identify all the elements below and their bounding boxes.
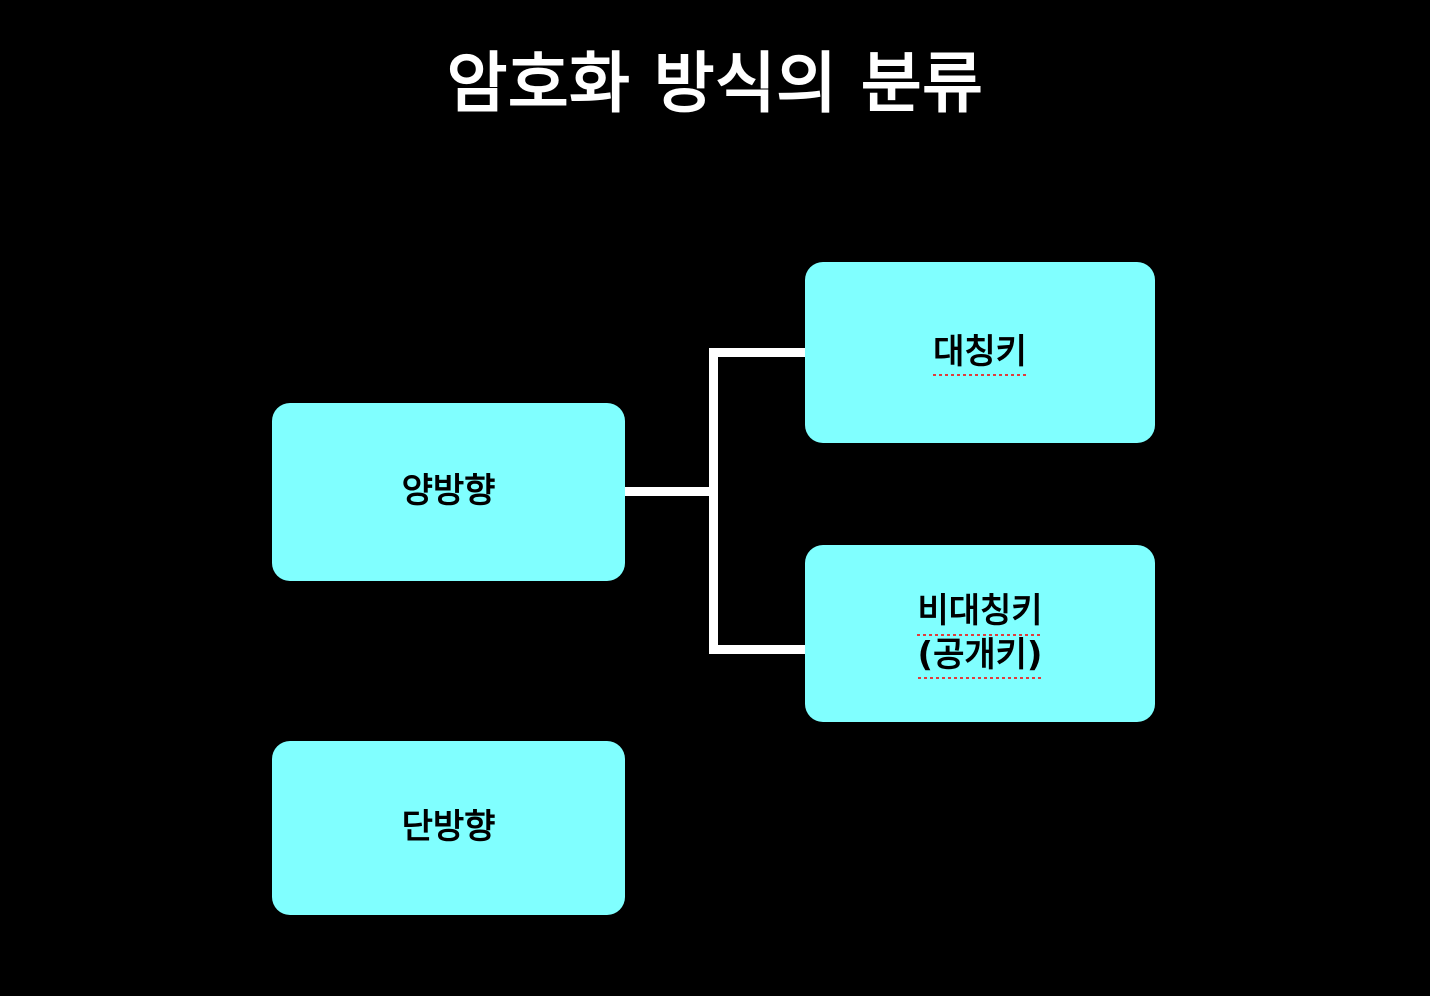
- connector-branch-to-symmetric: [709, 348, 809, 357]
- node-symmetric[interactable]: 대칭키: [805, 262, 1155, 443]
- node-symmetric-label: 대칭키: [933, 331, 1027, 376]
- node-asymmetric[interactable]: 비대칭키 (공개키): [805, 545, 1155, 722]
- node-unidirectional-label: 단방향: [401, 807, 496, 848]
- connector-branch-to-asymmetric: [709, 645, 809, 654]
- page-title: 암호화 방식의 분류: [446, 45, 984, 122]
- node-bidirectional[interactable]: 양방향: [272, 403, 625, 581]
- node-unidirectional[interactable]: 단방향: [272, 741, 625, 915]
- connector-trunk-vertical: [709, 348, 718, 654]
- connector-stub-horizontal: [625, 487, 717, 496]
- node-asymmetric-label-line1: 비대칭키: [917, 590, 1043, 635]
- node-bidirectional-label: 양방향: [401, 471, 496, 512]
- node-asymmetric-label-line2: (공개키): [917, 634, 1042, 679]
